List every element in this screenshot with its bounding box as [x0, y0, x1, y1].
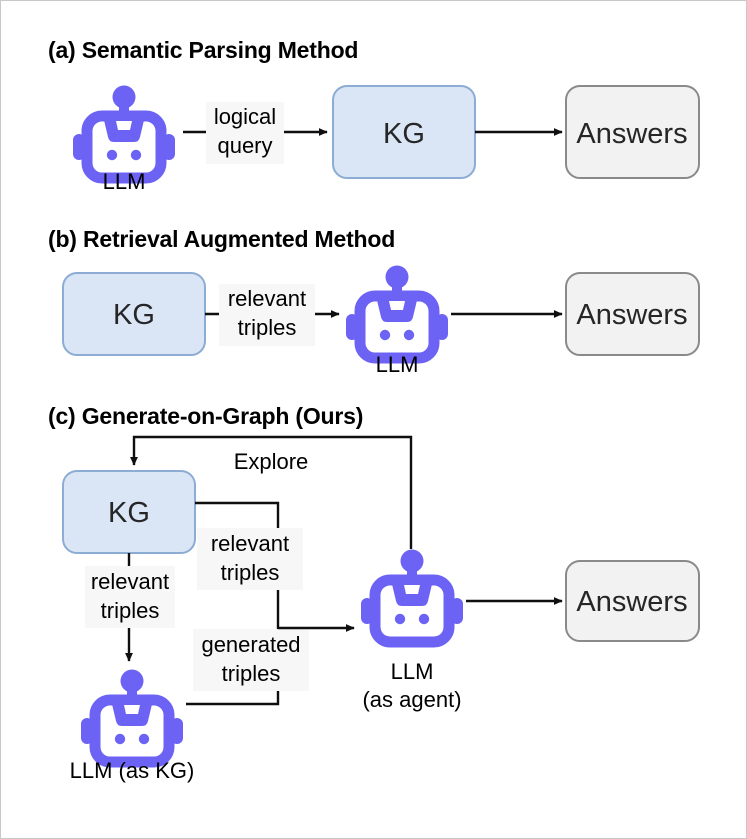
answers-label-b: Answers	[576, 299, 687, 331]
answers-label-a: Answers	[576, 118, 687, 150]
edge-label-explore: Explore	[234, 449, 309, 474]
section-c-title: (c) Generate-on-Graph (Ours)	[48, 403, 364, 429]
edge-label-b-line2: triples	[238, 315, 297, 340]
edge-label-c3-line2: triples	[222, 661, 281, 686]
section-b-group: KG relevant triples LLM Answers	[62, 266, 700, 377]
answers-box-b[interactable]	[565, 272, 700, 356]
edge-label-c1-line1: relevant	[91, 569, 169, 594]
llm-robot-icon-b	[346, 266, 448, 359]
edge-label-a-line1: logical	[214, 104, 276, 129]
llm-caption-a: LLM	[103, 169, 146, 194]
edge-explore-c	[130, 435, 413, 549]
llm-as-kg-caption: LLM (as KG)	[70, 758, 195, 783]
kg-label-c: KG	[108, 497, 150, 529]
edge-label-bg-b	[219, 284, 315, 346]
answers-box-c[interactable]	[565, 560, 700, 642]
section-b-title: (b) Retrieval Augmented Method	[48, 226, 396, 252]
edge-label-bg-a	[206, 102, 284, 164]
llm-as-agent-caption-line1: LLM	[391, 659, 434, 684]
section-a-title: (a) Semantic Parsing Method	[48, 37, 359, 63]
edge-label-c3-line1: generated	[201, 632, 300, 657]
edge-label-bg-c2	[197, 528, 303, 590]
llm-as-agent-caption-line2: (as agent)	[362, 687, 461, 712]
llm-robot-icon-a	[73, 86, 175, 179]
section-c-group: Explore KG relevant triples relevant tri…	[62, 435, 700, 783]
edge-label-c2-line1: relevant	[211, 531, 289, 556]
edge-label-bg-c3	[193, 629, 309, 691]
kg-label-b: KG	[113, 299, 155, 331]
llm-caption-b: LLM	[376, 352, 419, 377]
edge-label-a-line2: query	[217, 133, 272, 158]
kg-label-a: KG	[383, 118, 425, 150]
edge-label-b-line1: relevant	[228, 286, 306, 311]
edge-label-c1-line2: triples	[101, 598, 160, 623]
answers-box-a[interactable]	[565, 85, 700, 179]
llm-as-kg-robot-icon	[81, 670, 183, 763]
section-a-group: LLM logical query KG Answers	[73, 85, 700, 194]
edge-label-c2-line2: triples	[221, 560, 280, 585]
answers-label-c: Answers	[576, 586, 687, 618]
edge-label-bg-c1	[85, 566, 175, 628]
llm-as-agent-robot-icon	[361, 550, 463, 643]
